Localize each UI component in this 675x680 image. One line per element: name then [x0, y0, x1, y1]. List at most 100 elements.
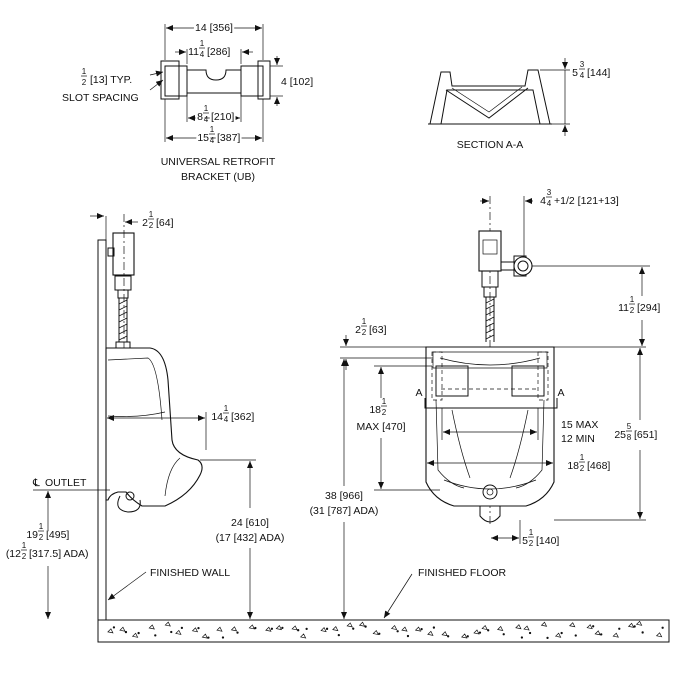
bracket-dim-slot-line2: SLOT SPACING [62, 92, 139, 104]
side-dim-rim-line1: 24 [610] [231, 517, 269, 529]
front-dim-height-whole: 25 [614, 429, 626, 441]
side-dim-rim-line2: (17 [432] ADA) [216, 532, 285, 544]
front-dim-height: 25 5 8 [651] [554, 346, 657, 521]
front-dim-top: 2 1 2 [63] [340, 317, 433, 370]
front-dim-spud-rest: [294] [637, 302, 660, 314]
front-dim-spud: 11 1 2 [294] [532, 265, 660, 346]
side-dim-outlet-num: 1 [39, 522, 44, 531]
front-dim-span-line2: 12 MIN [561, 433, 595, 445]
side-dim-outlet: 19 1 2 [495] (12 1 2 [317.5] ADA) [6, 491, 89, 619]
bracket-dim-slot: 1 2 [13] TYP. SLOT SPACING [62, 67, 164, 104]
front-dim-width-den: 2 [580, 464, 585, 473]
side-dim-outlet-ada-open: (12 [6, 548, 21, 560]
front-dim-valve-den: 4 [547, 199, 552, 208]
front-flush-valve [478, 230, 533, 342]
bracket-dim-bottom-num: 1 [210, 125, 215, 134]
section-dim-whole: 5 [572, 67, 578, 79]
front-dim-floor-line2: (31 [787] ADA) [310, 505, 379, 517]
side-dim-depth-rest: [362] [231, 411, 254, 423]
front-dim-top-rest: [63] [369, 324, 387, 336]
bracket-dim-mid: 8 1 4 [210] [186, 96, 242, 125]
section-dim-rest: [144] [587, 67, 610, 79]
side-view: 2 1 2 [64] 14 1 4 [362] ℄ OUTLET 19 1 2 [6, 210, 285, 621]
bracket-dim-bottom-whole: 15 [197, 132, 209, 144]
front-dim-max-den: 2 [382, 408, 387, 417]
front-dim-width: 18 1 2 [468] [427, 453, 610, 473]
section-dim-num: 3 [580, 60, 585, 69]
side-dim-offset-den: 2 [149, 221, 154, 230]
side-dim-outlet-ada-num: 1 [22, 541, 27, 550]
side-dim-outlet-ada-den: 2 [22, 552, 27, 561]
bracket-dim-inner-rest: [286] [207, 46, 230, 58]
front-dim-floor: 38 [966] (31 [787] ADA) [310, 359, 379, 619]
side-dim-rim: 24 [610] (17 [432] ADA) [200, 459, 285, 619]
bracket-dim-height-label: 4 [102] [281, 76, 313, 88]
front-dim-valve: 4 3 4 +1/2 [121+13] [480, 188, 619, 257]
section-aa-dim: 5 3 4 [144] [540, 58, 610, 136]
front-dim-top-den: 2 [362, 328, 367, 337]
front-dim-width-rest: [468] [587, 460, 610, 472]
finished-floor [97, 619, 670, 643]
bracket-dim-bottom: 15 1 4 [387] [164, 99, 264, 146]
bracket-dim-inner: 11 1 4 [286] [175, 39, 253, 64]
section-aa-profile [428, 69, 552, 125]
side-dim-outlet-den: 2 [39, 533, 44, 542]
side-flush-valve [107, 232, 135, 349]
section-title: SECTION A-A [457, 139, 524, 151]
side-dim-outlet-rest: [495] [46, 529, 69, 541]
front-dim-outlet-num: 1 [529, 528, 534, 537]
bracket-dim-slot-den: 2 [82, 78, 87, 87]
side-dim-outlet-ada-rest: [317.5] ADA) [29, 548, 89, 560]
front-urinal-body [425, 346, 555, 523]
front-dim-spud-whole: 11 [618, 302, 629, 314]
bracket-view: 14 [356] 11 1 4 [286] 1 2 [13] TYP. SLOT… [62, 20, 313, 183]
bracket-dim-inner-num: 1 [200, 39, 205, 48]
floor-aggregate [107, 620, 664, 640]
front-dim-spud-num: 1 [630, 295, 635, 304]
bracket-dim-mid-whole: 8 [197, 111, 203, 123]
bracket-dim-overall: 14 [356] [164, 20, 264, 60]
side-dim-outlet-whole: 19 [26, 529, 38, 541]
side-dim-offset-rest: [64] [156, 217, 174, 229]
bracket-dim-slot-rest: [13] TYP. [90, 74, 132, 86]
side-dim-depth-whole: 14 [211, 411, 223, 423]
front-dim-outlet: 5 1 2 [140] [491, 520, 559, 548]
front-dim-floor-line1: 38 [966] [325, 490, 363, 502]
front-dim-valve-num: 3 [547, 188, 552, 197]
bracket-outline [160, 60, 271, 100]
front-dim-max-whole: 18 [369, 404, 381, 416]
side-dim-offset: 2 1 2 [64] [90, 210, 174, 240]
section-mark-left: A [415, 387, 422, 399]
bracket-dim-slot-num: 1 [82, 67, 87, 76]
front-dim-width-num: 1 [580, 453, 585, 462]
front-view: A A 4 3 4 +1/2 [121+13] 11 1 2 [294] [310, 188, 660, 619]
outlet-label: OUTLET [45, 477, 87, 489]
front-dim-span-line1: 15 MAX [561, 419, 598, 431]
side-dim-depth-num: 1 [224, 404, 229, 413]
bracket-dim-bottom-rest: [387] [217, 132, 240, 144]
side-dim-depth-den: 4 [224, 415, 229, 424]
finished-wall-label: FINISHED WALL [150, 567, 230, 579]
front-dim-span: 15 MAX 12 MIN [441, 408, 598, 445]
front-dim-max: 18 1 2 MAX [470] [356, 365, 440, 491]
front-dim-spud-den: 2 [630, 306, 635, 315]
bracket-dim-bottom-den: 4 [210, 136, 215, 145]
front-dim-valve-rest: +1/2 [121+13] [554, 195, 619, 207]
finished-floor-callout: FINISHED FLOOR [383, 567, 507, 619]
front-dim-top-whole: 2 [355, 324, 361, 336]
bracket-title-line1: UNIVERSAL RETROFIT [161, 156, 276, 168]
front-dim-height-den: 8 [627, 433, 632, 442]
front-dim-outlet-whole: 5 [522, 535, 528, 547]
section-aa-view: 5 3 4 [144] SECTION A-A [428, 58, 610, 151]
side-dim-offset-num: 1 [149, 210, 154, 219]
bracket-dim-mid-rest: [210] [211, 111, 234, 123]
front-dim-outlet-den: 2 [529, 539, 534, 548]
bracket-dim-mid-num: 1 [204, 104, 209, 113]
side-dim-offset-whole: 2 [142, 217, 148, 229]
bracket-dim-mid-den: 4 [204, 115, 209, 124]
bracket-dim-inner-den: 4 [200, 50, 205, 59]
front-dim-max-line2: MAX [470] [356, 421, 405, 433]
bracket-dim-inner-whole: 11 [188, 46, 199, 58]
